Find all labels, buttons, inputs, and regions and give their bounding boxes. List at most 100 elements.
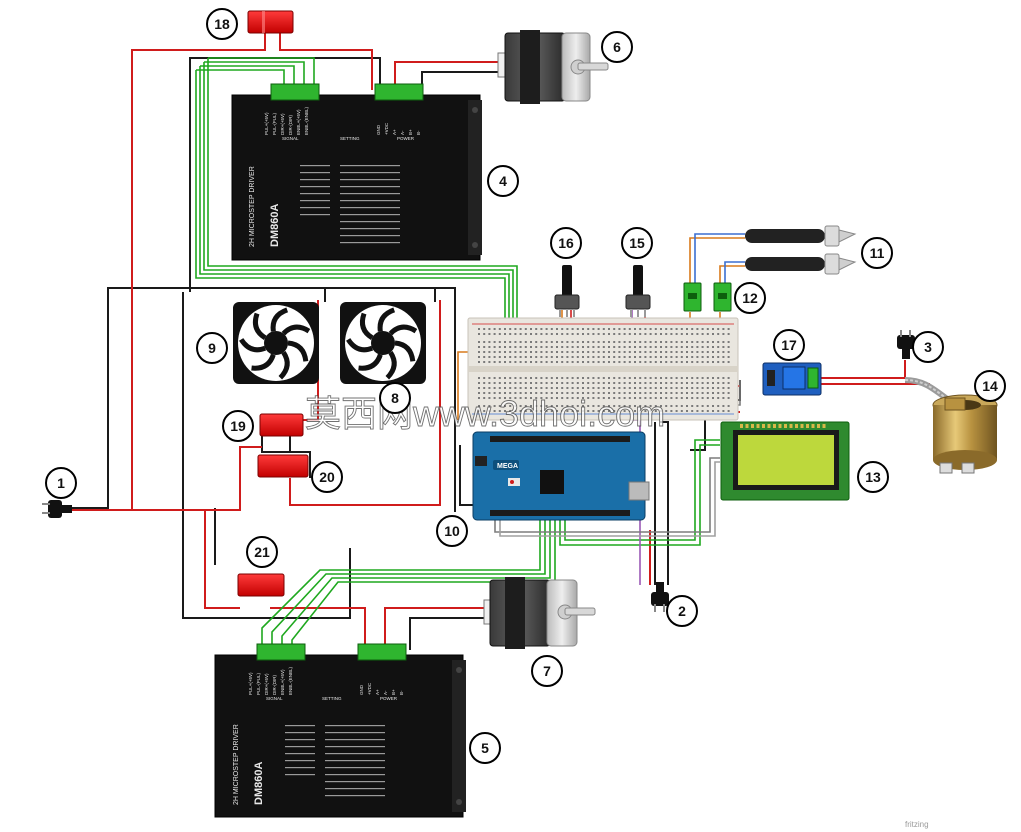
callout-label: 3	[924, 339, 932, 355]
driver-5-setting-header: SETTING	[322, 696, 342, 701]
callout-label: 6	[613, 39, 621, 55]
driver-pin-label: B-	[399, 690, 404, 695]
callout-3: 3	[912, 331, 944, 363]
driver-pin-label: B-	[416, 130, 421, 135]
arduino-brand: MEGA	[497, 463, 518, 470]
driver-pin-label: A+	[392, 129, 397, 135]
callout-6: 6	[601, 31, 633, 63]
callout-label: 14	[982, 378, 998, 394]
driver-pin-label: +VDC	[367, 682, 372, 695]
driver-pin-label: B+	[408, 129, 413, 135]
driver-5-power-header: POWER	[380, 696, 398, 701]
driver-pin-label: ENBL+(+5V)	[296, 109, 301, 135]
driver-4-title: 2H MICROSTEP DRIVER	[249, 166, 256, 247]
callout-label: 1	[57, 475, 65, 491]
driver-4-signal-header: SIGNAL	[282, 136, 299, 141]
driver-4-power-header: POWER	[397, 136, 415, 141]
switch-20	[257, 454, 309, 478]
switch-19	[259, 413, 304, 437]
callout-label: 2	[678, 603, 686, 619]
callout-20: 20	[311, 461, 343, 493]
callout-1: 1	[45, 467, 77, 499]
driver-4-signal-pins: PUL+(+5V)PUL-(PUL)DIR+(+5V)DIR-(DIR)ENBL…	[264, 106, 309, 135]
callout-10: 10	[436, 515, 468, 547]
callout-label: 12	[742, 290, 758, 306]
fritzing-brand: fritzing	[905, 820, 929, 829]
driver-5-table	[285, 725, 385, 797]
callout-label: 5	[481, 740, 489, 756]
callout-label: 17	[781, 337, 797, 353]
callout-14: 14	[974, 370, 1006, 402]
relay-module-17	[762, 362, 822, 396]
driver-pin-label: B+	[391, 689, 396, 695]
driver-pin-label: DIR+(+5V)	[264, 673, 269, 695]
callout-21: 21	[246, 536, 278, 568]
callout-label: 11	[870, 245, 885, 261]
callout-label: 19	[230, 418, 246, 434]
stepper-driver-5: 2H MICROSTEP DRIVER DM860A SIGNAL SETTIN…	[214, 643, 466, 818]
callout-9: 9	[196, 332, 228, 364]
callout-8: 8	[379, 382, 411, 414]
potentiometer-16	[554, 265, 580, 317]
driver-5-title: 2H MICROSTEP DRIVER	[233, 724, 240, 805]
callout-4: 4	[487, 165, 519, 197]
sensor-module-12	[683, 282, 732, 312]
callout-label: 7	[543, 663, 551, 679]
lcd-display-13	[720, 421, 850, 501]
driver-pin-label: DIR-(DIR)	[272, 675, 277, 695]
driver-pin-label: PUL+(+5V)	[264, 112, 269, 135]
band-heater-14	[904, 377, 998, 474]
stepper-driver-4: 2H MICROSTEP DRIVER DM860A SIGNAL SETTIN…	[231, 83, 482, 261]
driver-pin-label: PUL-(PUL)	[256, 672, 261, 695]
fan-8	[340, 302, 426, 384]
driver-pin-label: ENBL-(ENBL)	[304, 106, 309, 135]
callout-2: 2	[666, 595, 698, 627]
ac-plug-3	[897, 330, 915, 359]
fuse-18	[247, 10, 294, 34]
callout-label: 20	[319, 469, 335, 485]
driver-5-signal-pins: PUL+(+5V)PUL-(PUL)DIR+(+5V)DIR-(DIR)ENBL…	[248, 666, 293, 695]
callout-label: 9	[208, 340, 216, 356]
driver-5-signal-header: SIGNAL	[266, 696, 283, 701]
callout-18: 18	[206, 8, 238, 40]
callout-7: 7	[531, 655, 563, 687]
driver-4-table	[300, 165, 400, 244]
breadboard	[467, 317, 739, 421]
potentiometer-15	[625, 265, 651, 317]
driver-pin-label: +VDC	[384, 122, 389, 135]
callout-label: 8	[391, 390, 399, 406]
callout-5: 5	[469, 732, 501, 764]
driver-pin-label: PUL+(+5V)	[248, 672, 253, 695]
driver-pin-label: ENBL+(+5V)	[280, 669, 285, 695]
driver-pin-label: A-	[383, 690, 388, 695]
driver-pin-label: GND	[376, 124, 381, 135]
callout-16: 16	[550, 227, 582, 259]
callout-label: 10	[444, 523, 460, 539]
stepper-motor-6	[497, 30, 609, 104]
fan-9	[233, 302, 319, 384]
driver-pin-label: DIR-(DIR)	[288, 115, 293, 135]
driver-pin-label: A+	[375, 689, 380, 695]
watermark: 莫西网www.3dhoi.com	[305, 393, 665, 434]
driver-pin-label: GND	[359, 684, 364, 695]
callout-label: 18	[214, 16, 230, 32]
driver-pin-label: A-	[400, 130, 405, 135]
fuse-21	[237, 573, 285, 597]
arduino-mega-10: MEGA	[472, 431, 650, 521]
driver-pin-label: PUL-(PUL)	[272, 112, 277, 135]
temperature-probes-11	[745, 225, 857, 275]
stepper-motor-7	[483, 577, 596, 649]
driver-4-model: DM860A	[269, 204, 281, 247]
callout-11: 11	[861, 237, 893, 269]
callout-19: 19	[222, 410, 254, 442]
driver-4-setting-header: SETTING	[340, 136, 360, 141]
ac-plug-1	[42, 500, 72, 518]
driver-5-model: DM860A	[253, 762, 265, 805]
callout-label: 15	[629, 235, 645, 251]
callout-17: 17	[773, 329, 805, 361]
callout-label: 21	[254, 544, 270, 560]
callout-12: 12	[734, 282, 766, 314]
